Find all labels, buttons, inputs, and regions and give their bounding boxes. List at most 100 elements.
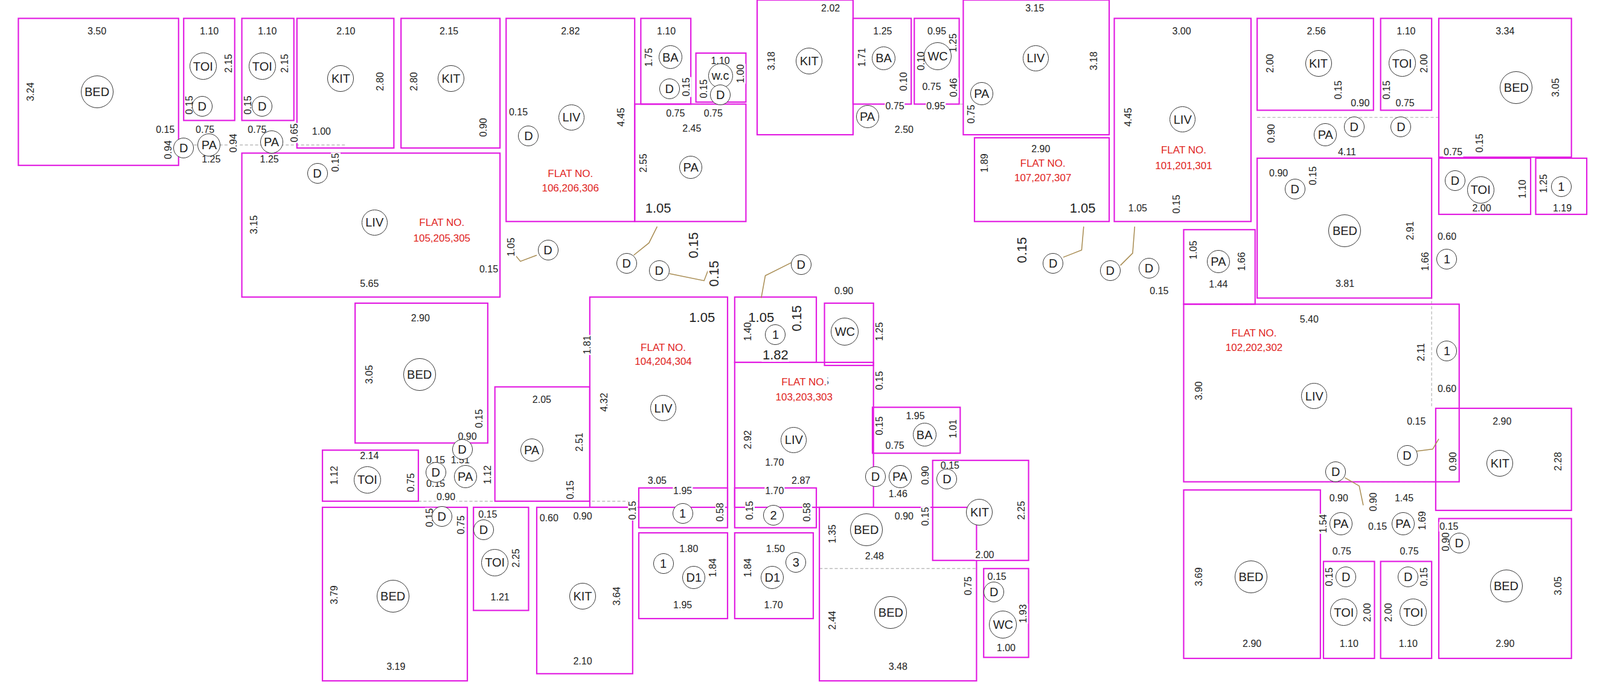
- room-tag: PA: [892, 470, 908, 483]
- dimension-label: 1.66: [1237, 251, 1247, 272]
- flat-number: 105,205,305: [412, 232, 472, 243]
- dimension-label: 3.15: [249, 214, 260, 235]
- room-tag: D1: [685, 571, 702, 584]
- room-outline: [242, 152, 501, 297]
- dimension-label: 3.90: [1194, 380, 1204, 401]
- room-outline: [1183, 489, 1320, 659]
- dimension-label: 1.25: [874, 321, 885, 342]
- dimension-label: 3.69: [1194, 566, 1204, 587]
- room-tag: PA: [524, 443, 540, 456]
- dimension-label: 1.44: [1208, 279, 1229, 290]
- room-tag: KIT: [970, 505, 989, 519]
- dashed-line: [1257, 117, 1439, 118]
- room-tag: BED: [878, 606, 904, 619]
- flat-number: 104,204,304: [633, 356, 693, 367]
- room-tag-circle: 3: [785, 551, 807, 573]
- dimension-label: 2.02: [820, 3, 841, 14]
- room-outline: [183, 18, 235, 121]
- dimension-label: 0.75: [703, 108, 724, 119]
- room-tag-circle: D: [518, 125, 539, 147]
- room-tag-circle: PA: [1391, 512, 1415, 535]
- dimension-label: 0.75: [456, 514, 467, 535]
- dimension-label: 2.92: [743, 429, 753, 450]
- room-tag-circle: D1: [760, 565, 784, 589]
- room-tag-circle: LIV: [558, 104, 585, 131]
- dimension-label: 1.25: [1539, 173, 1549, 194]
- room-tag-circle: 1: [1436, 340, 1457, 362]
- dimension-label: 1.95: [672, 600, 693, 610]
- dimension-label: 1.69: [1417, 510, 1428, 531]
- dimension-label: 1.46: [888, 489, 909, 499]
- dimension-label: 3.50: [86, 26, 107, 37]
- dimension-label: 0.95: [926, 26, 947, 37]
- room-tag: LIV: [654, 402, 673, 415]
- room-outline: [1438, 18, 1572, 157]
- room-outline: [1183, 229, 1255, 304]
- dimension-label: 0.75: [665, 108, 686, 119]
- room-tag-circle: PA: [260, 130, 284, 154]
- dimension-label: 2.28: [1553, 451, 1564, 471]
- room-tag-circle: LIV: [361, 209, 388, 236]
- room-tag-circle: D: [452, 438, 473, 460]
- room-tag-circle: TOI: [1399, 598, 1427, 626]
- dimension-label: 5.65: [359, 278, 380, 289]
- dimension-label: 0.15: [155, 124, 176, 135]
- room-tag: 1: [679, 507, 686, 520]
- room-tag-circle: BED: [1234, 560, 1268, 593]
- flat-number: 106,206,306: [540, 182, 600, 193]
- room-tag-circle: BED: [1490, 569, 1523, 602]
- dimension-label: 0.15: [1438, 521, 1459, 532]
- dimension-label: 0.15: [1406, 416, 1427, 427]
- dimension-label: 1.19: [1552, 203, 1573, 214]
- dimension-label: 3.18: [1089, 51, 1099, 72]
- room-tag: D: [1048, 257, 1058, 270]
- room-tag-circle: D: [1335, 566, 1357, 587]
- dimension-label: 2.11: [1416, 342, 1427, 362]
- room-tag: BED: [380, 589, 406, 602]
- room-tag-circle: D: [537, 239, 559, 261]
- room-tag: D: [796, 258, 805, 271]
- dimension-label: 0.75: [885, 440, 906, 451]
- dimension-label: 1.10: [1339, 638, 1360, 649]
- room-tag-circle: BA: [871, 46, 896, 71]
- room-tag: TOI: [1333, 606, 1354, 619]
- room-tag-circle: BED: [1328, 214, 1361, 247]
- dimension-label: 0.75: [966, 104, 977, 125]
- dimension-label: 0.15: [1171, 193, 1182, 214]
- dimension-label: 1.10: [199, 26, 220, 37]
- room-outline: [1438, 518, 1572, 659]
- dimension-label: 2.56: [1306, 26, 1327, 37]
- dimension-label: 1.05: [644, 201, 672, 215]
- dimension-label: 0.90: [1266, 123, 1277, 144]
- dimension-label: 2.90: [1491, 416, 1512, 427]
- dimension-label: 2.00: [1362, 601, 1373, 622]
- room-tag-circle: PA: [679, 155, 703, 179]
- room-tag: TOI: [252, 60, 273, 73]
- room-tag-circle: D: [616, 252, 637, 274]
- dimension-label: 1.25: [259, 154, 280, 165]
- dimension-label: 1.81: [582, 335, 593, 356]
- room-tag: D: [524, 129, 533, 142]
- room-tag-circle: PA: [197, 133, 221, 157]
- room-outline: [322, 449, 419, 501]
- room-tag: LIV: [784, 433, 804, 446]
- dimension-label: 2.10: [335, 26, 356, 37]
- dimension-label: 0.10: [899, 71, 909, 92]
- room-tag: BED: [84, 85, 110, 98]
- dimension-label: 1.82: [761, 348, 790, 362]
- room-outline: [1323, 560, 1375, 659]
- room-tag-circle: KIT: [966, 498, 993, 526]
- room-tag: BA: [662, 51, 679, 64]
- room-outline: [914, 18, 959, 104]
- room-tag-circle: WC: [988, 610, 1017, 639]
- room-tag: D: [1349, 120, 1358, 133]
- room-tag-circle: BA: [912, 422, 937, 447]
- dimension-label: 3.34: [1494, 26, 1515, 37]
- dimension-label: 0.90: [1268, 168, 1289, 179]
- dimension-label: 2.90: [1241, 638, 1262, 649]
- room-tag: PA: [1210, 255, 1226, 268]
- dimension-label: 1.05: [506, 236, 517, 257]
- room-tag-circle: LIV: [780, 426, 807, 453]
- room-tag-circle: KIT: [795, 47, 823, 75]
- room-tag-circle: D: [1390, 116, 1412, 138]
